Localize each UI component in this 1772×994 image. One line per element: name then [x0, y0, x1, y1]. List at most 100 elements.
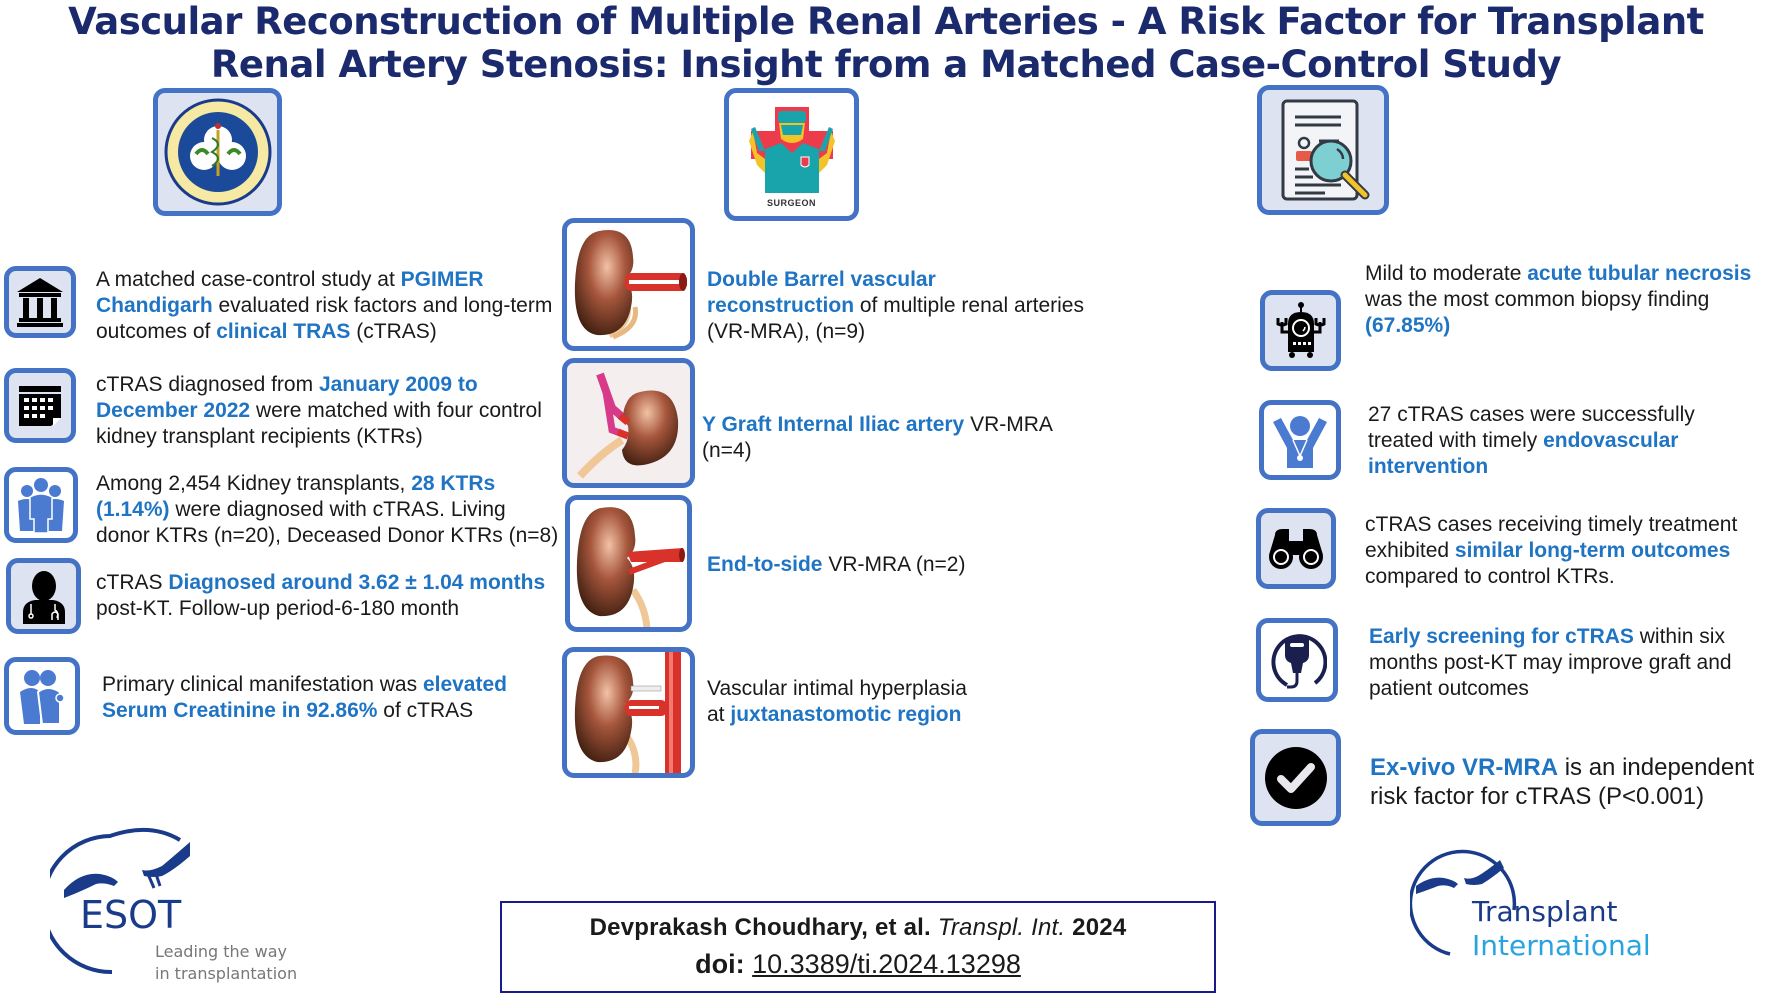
- kidney-y-graft-illustration: [576, 372, 678, 479]
- document-search-box: [1257, 85, 1389, 215]
- highlight-segment: (67.85%): [1365, 314, 1451, 337]
- left-item-1-text: A matched case-control study at PGIMER C…: [96, 267, 556, 345]
- doctor-icon: [22, 571, 65, 624]
- highlight-segment: January 2009 to December 2022: [96, 373, 478, 422]
- citation-journal: Transpl. Int.: [937, 914, 1066, 941]
- left-item-3-text: Among 2,454 Kidney transplants, 28 KTRs …: [96, 471, 561, 549]
- kidney-hyperplasia-illustration: [574, 652, 681, 773]
- middle-item-3-text: End-to-side VR-MRA (n=2): [707, 552, 1087, 578]
- text-segment: is an independent risk factor for cTRAS …: [1370, 754, 1755, 810]
- citation-authors: Devprakash Choudhary, et al.: [589, 914, 931, 941]
- left-item-3-icon-box: [4, 467, 78, 543]
- text-segment: Mild to moderate: [1365, 262, 1528, 285]
- right-item-4-text: Early screening for cTRAS within six mon…: [1369, 624, 1759, 702]
- citation-line: Devprakash Choudhary, et al. Transpl. In…: [502, 913, 1214, 943]
- right-item-2-text: 27 cTRAS cases were successfully treated…: [1368, 402, 1748, 480]
- kidney-double-barrel-illustration: [574, 229, 687, 339]
- middle-item-3-image-box: [565, 495, 692, 632]
- title-line-1: Vascular Reconstruction of Multiple Rena…: [68, 0, 1704, 43]
- kidney-end-to-side-illustration: [576, 506, 685, 627]
- text-segment: cTRAS cases receiving timely treatment e…: [1365, 513, 1738, 562]
- right-item-1-text: Mild to moderate acute tubular necrosis …: [1365, 261, 1765, 339]
- text-segment: compared to control KTRs.: [1365, 565, 1615, 588]
- right-item-2-icon-box: [1259, 400, 1341, 480]
- institute-seal-box: [153, 88, 282, 216]
- text-segment: evaluated risk factors and long-term out…: [96, 294, 553, 343]
- text-segment: 27 cTRAS cases were successfully treated…: [1368, 403, 1695, 452]
- highlight-segment: acute tubular necrosis: [1527, 262, 1752, 285]
- left-item-2-text: cTRAS diagnosed from January 2009 to Dec…: [96, 372, 556, 450]
- esot-tagline-2: in transplantation: [155, 964, 298, 983]
- institute-seal-icon: [164, 98, 271, 206]
- text-segment: within six months post-KT may improve gr…: [1369, 625, 1732, 700]
- text-segment: A matched case-control study at: [96, 268, 401, 291]
- right-item-1-icon-box: [1260, 290, 1341, 371]
- middle-item-4-image-box: [562, 647, 695, 778]
- middle-item-4-text: Vascular intimal hyperplasia at juxtanas…: [707, 676, 987, 728]
- highlight-segment: Diagnosed around 3.62 ± 1.04 months: [168, 571, 546, 594]
- text-segment: of multiple renal arteries (VR-MRA), (n=…: [707, 294, 1084, 343]
- esot-name: ESOT: [80, 893, 182, 937]
- text-segment: Primary clinical manifestation was: [102, 673, 423, 696]
- right-item-3-text: cTRAS cases receiving timely treatment e…: [1365, 512, 1765, 590]
- highlight-segment: Ex-vivo VR-MRA: [1370, 754, 1559, 781]
- citation-box: Devprakash Choudhary, et al. Transpl. In…: [500, 901, 1216, 993]
- calendar-icon: [19, 385, 61, 426]
- text-segment: were diagnosed with cTRAS. Living donor …: [96, 498, 559, 547]
- left-item-5-icon-box: [4, 657, 80, 735]
- esot-hands-icon: [50, 827, 190, 975]
- poster-title: Vascular Reconstruction of Multiple Rena…: [0, 0, 1772, 86]
- text-segment: Vascular intimal hyperplasia at: [707, 677, 967, 726]
- left-item-2-icon-box: [4, 368, 76, 443]
- citation-year: 2024: [1072, 914, 1127, 941]
- text-segment: of cTRAS: [377, 699, 474, 722]
- text-segment: Among 2,454 Kidney transplants,: [96, 472, 412, 495]
- surgeon-box: SURGEON: [724, 88, 859, 221]
- ti-hands-icon: [1410, 849, 1517, 956]
- group-icon: [18, 478, 64, 533]
- ti-line-1: Transplant: [1472, 895, 1618, 928]
- title-line-2: Renal Artery Stenosis: Insight from a Ma…: [210, 43, 1562, 86]
- middle-item-2-text: Y Graft Internal Iliac artery VR-MRA (n=…: [702, 412, 1102, 464]
- text-segment: cTRAS diagnosed from: [96, 373, 319, 396]
- right-item-5-icon-box: [1250, 729, 1341, 826]
- document-search-icon: [1281, 99, 1370, 201]
- highlight-segment: Double Barrel vascular reconstruction: [707, 268, 936, 317]
- right-item-5-text: Ex-vivo VR-MRA is an independent risk fa…: [1370, 753, 1770, 811]
- surgeon-icon: [748, 106, 835, 193]
- left-item-1-icon-box: [4, 266, 76, 338]
- text-segment: VR-MRA (n=4): [702, 413, 1052, 462]
- text-segment: post-KT. Follow-up period-6-180 month: [96, 597, 460, 620]
- right-item-4-icon-box: [1256, 618, 1338, 702]
- highlight-segment: End-to-side: [707, 553, 823, 576]
- ultrasound-probe-icon: [1271, 634, 1327, 689]
- doi-line: doi: 10.3389/ti.2024.13298: [502, 947, 1214, 981]
- ti-line-2: International: [1472, 929, 1651, 962]
- highlight-segment: 28 KTRs (1.14%): [96, 472, 496, 521]
- building-icon: [17, 278, 63, 327]
- highlight-segment: Y Graft Internal Iliac artery: [702, 413, 965, 436]
- highlight-segment: similar long-term outcomes: [1454, 539, 1731, 562]
- patients-icon: [20, 670, 65, 724]
- robot-icon: [1276, 301, 1325, 358]
- check-circle-icon: [1264, 746, 1327, 809]
- highlight-segment: juxtanastomotic region: [730, 703, 962, 726]
- doi-link[interactable]: 10.3389/ti.2024.13298: [752, 949, 1021, 979]
- winner-icon: [1273, 416, 1327, 468]
- right-item-3-icon-box: [1256, 508, 1336, 589]
- esot-logo: ESOT Leading the way in transplantation: [40, 826, 297, 994]
- text-segment: cTRAS: [96, 571, 169, 594]
- highlight-segment: Early screening for cTRAS: [1369, 625, 1634, 648]
- transplant-international-logo: Transplant International: [1410, 840, 1740, 970]
- text-segment: were matched with four control kidney tr…: [96, 399, 542, 448]
- surgeon-label: SURGEON: [766, 197, 816, 208]
- highlight-segment: endovascular intervention: [1368, 429, 1679, 478]
- highlight-segment: elevated Serum Creatinine in 92.86%: [102, 673, 507, 722]
- esot-tagline-1: Leading the way: [155, 942, 287, 961]
- left-item-4-text: cTRAS Diagnosed around 3.62 ± 1.04 month…: [96, 570, 566, 622]
- middle-item-1-image-box: [562, 218, 695, 351]
- text-segment: VR-MRA (n=2): [822, 553, 966, 576]
- left-item-5-text: Primary clinical manifestation was eleva…: [102, 672, 532, 724]
- middle-item-2-image-box: [562, 358, 695, 488]
- middle-item-1-text: Double Barrel vascular reconstruction of…: [707, 267, 1087, 345]
